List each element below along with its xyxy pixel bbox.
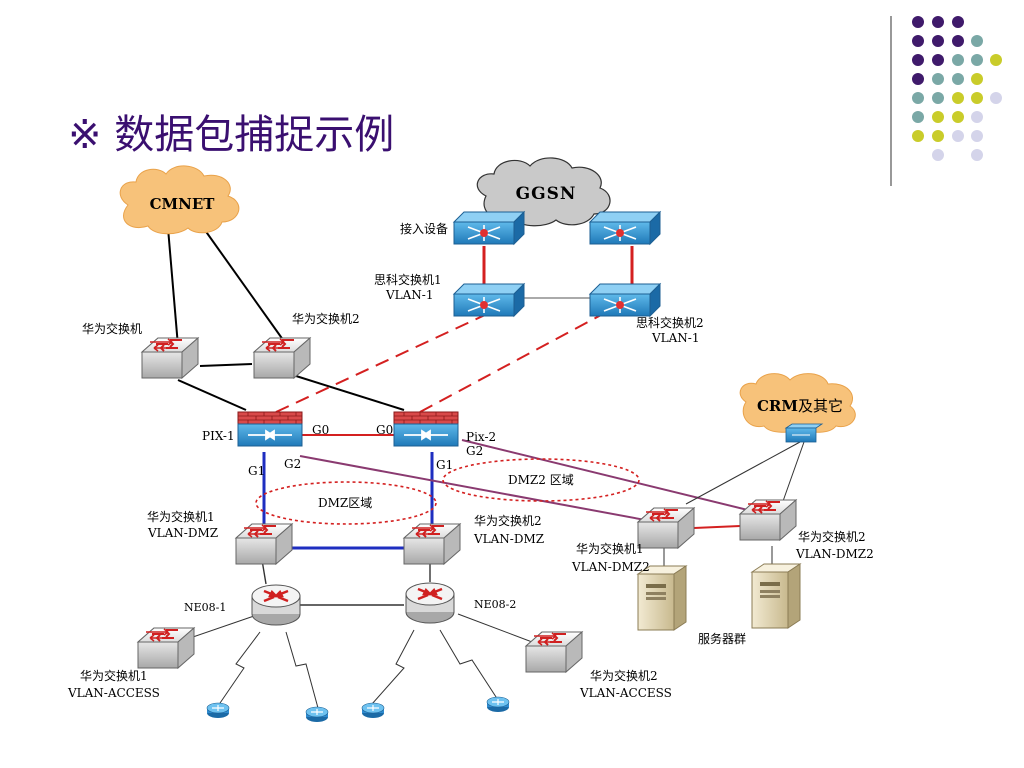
crm-switch <box>784 423 824 443</box>
huawei-switch-1-dmz2 <box>637 507 695 549</box>
huawei-switch-2-access <box>525 631 583 673</box>
access-device-1 <box>453 211 525 245</box>
cisco-switch-1-vlan: VLAN-1 <box>385 288 434 302</box>
huawei-switch-2-dmz-vlan: VLAN-DMZ <box>473 532 544 546</box>
huawei-switch-2-dmz2-name: 华为交换机2 <box>798 529 866 544</box>
pix-2-port-g1: G1 <box>436 458 453 472</box>
huawei-switch-2-dmz2 <box>739 499 797 541</box>
server-1 <box>637 565 687 631</box>
labels: 接入设备 思科交换机1 VLAN-1 思科交换机2 VLAN-1 华为交换机 华… <box>67 221 874 700</box>
huawei-switch-1-dmz2-name: 华为交换机1 <box>576 541 644 556</box>
ne08-1-router <box>250 583 302 627</box>
ne08-1-label: NE08-1 <box>184 601 226 614</box>
ne08-2-label: NE08-2 <box>474 598 516 611</box>
crm-cloud: CRM及其它 <box>739 373 856 433</box>
huawei-switch-2-label: 华为交换机2 <box>292 311 360 326</box>
cmnet-cloud: CMNET <box>119 165 240 235</box>
crm-label-suffix: 及其它 <box>798 397 843 415</box>
pix-2-label: Pix-2 <box>466 430 496 444</box>
huawei-switch-1-dmz-vlan: VLAN-DMZ <box>147 526 218 540</box>
pix-2-port-g2: G2 <box>466 444 483 458</box>
huawei-switch-2-access-vlan: VLAN-ACCESS <box>579 686 672 700</box>
dmz2-zone <box>442 458 640 502</box>
edge-router-2 <box>305 706 329 723</box>
dmz-zone <box>255 481 437 525</box>
huawei-switch-2-access-name: 华为交换机2 <box>590 668 658 683</box>
cisco-switch-2-name: 思科交换机2 <box>636 315 704 330</box>
pix-1-port-g0: G0 <box>312 423 329 437</box>
huawei-switch-2 <box>253 337 311 379</box>
dmz2-zone-label: DMZ2 区域 <box>508 473 574 487</box>
huawei-switch-label: 华为交换机 <box>82 321 142 336</box>
ggsn-label: GGSN <box>516 184 577 204</box>
huawei-switch-2-dmz-name: 华为交换机2 <box>474 513 542 528</box>
slide-title: ※ 数据包捕捉示例 <box>68 112 394 158</box>
huawei-switch-2-dmz <box>403 523 461 565</box>
ggsn-cloud: GGSN <box>476 157 611 227</box>
huawei-switch-2-dmz2-vlan: VLAN-DMZ2 <box>795 547 874 561</box>
crm-label: CRM及其它 <box>757 397 843 415</box>
pix-1-firewall <box>237 411 303 447</box>
edge-router-4 <box>486 696 510 713</box>
cisco-switch-1-name: 思科交换机1 <box>374 272 442 287</box>
dot-grid-decoration <box>912 16 1002 161</box>
huawei-switch-1-dmz-name: 华为交换机1 <box>147 509 215 524</box>
huawei-switch-1 <box>141 337 199 379</box>
access-device-label: 接入设备 <box>400 221 448 236</box>
pix-2-port-g0: G0 <box>376 423 393 437</box>
pix-1-label: PIX-1 <box>202 429 235 443</box>
ne08-2-router <box>404 581 456 625</box>
cisco-switch-2-vlan: VLAN-1 <box>651 331 700 345</box>
cisco-switch-2 <box>589 283 661 317</box>
pix-2-firewall <box>393 411 459 447</box>
edge-router-3 <box>361 702 385 719</box>
huawei-switch-1-access <box>137 627 195 669</box>
huawei-switch-1-access-name: 华为交换机1 <box>80 668 148 683</box>
huawei-switch-1-dmz <box>235 523 293 565</box>
crm-label-prefix: CRM <box>757 397 798 415</box>
huawei-switch-1-dmz2-vlan: VLAN-DMZ2 <box>571 560 650 574</box>
links <box>167 225 805 709</box>
edge-router-1 <box>206 702 230 719</box>
dmz-zone-label: DMZ区域 <box>318 496 372 510</box>
huawei-switch-1-access-vlan: VLAN-ACCESS <box>67 686 160 700</box>
server-group-label: 服务器群 <box>698 631 746 646</box>
pix-1-port-g2: G2 <box>284 457 301 471</box>
cmnet-label: CMNET <box>150 195 216 213</box>
access-device-2 <box>589 211 661 245</box>
cisco-switch-1 <box>453 283 525 317</box>
server-2 <box>751 563 801 629</box>
pix-1-port-g1: G1 <box>248 464 265 478</box>
